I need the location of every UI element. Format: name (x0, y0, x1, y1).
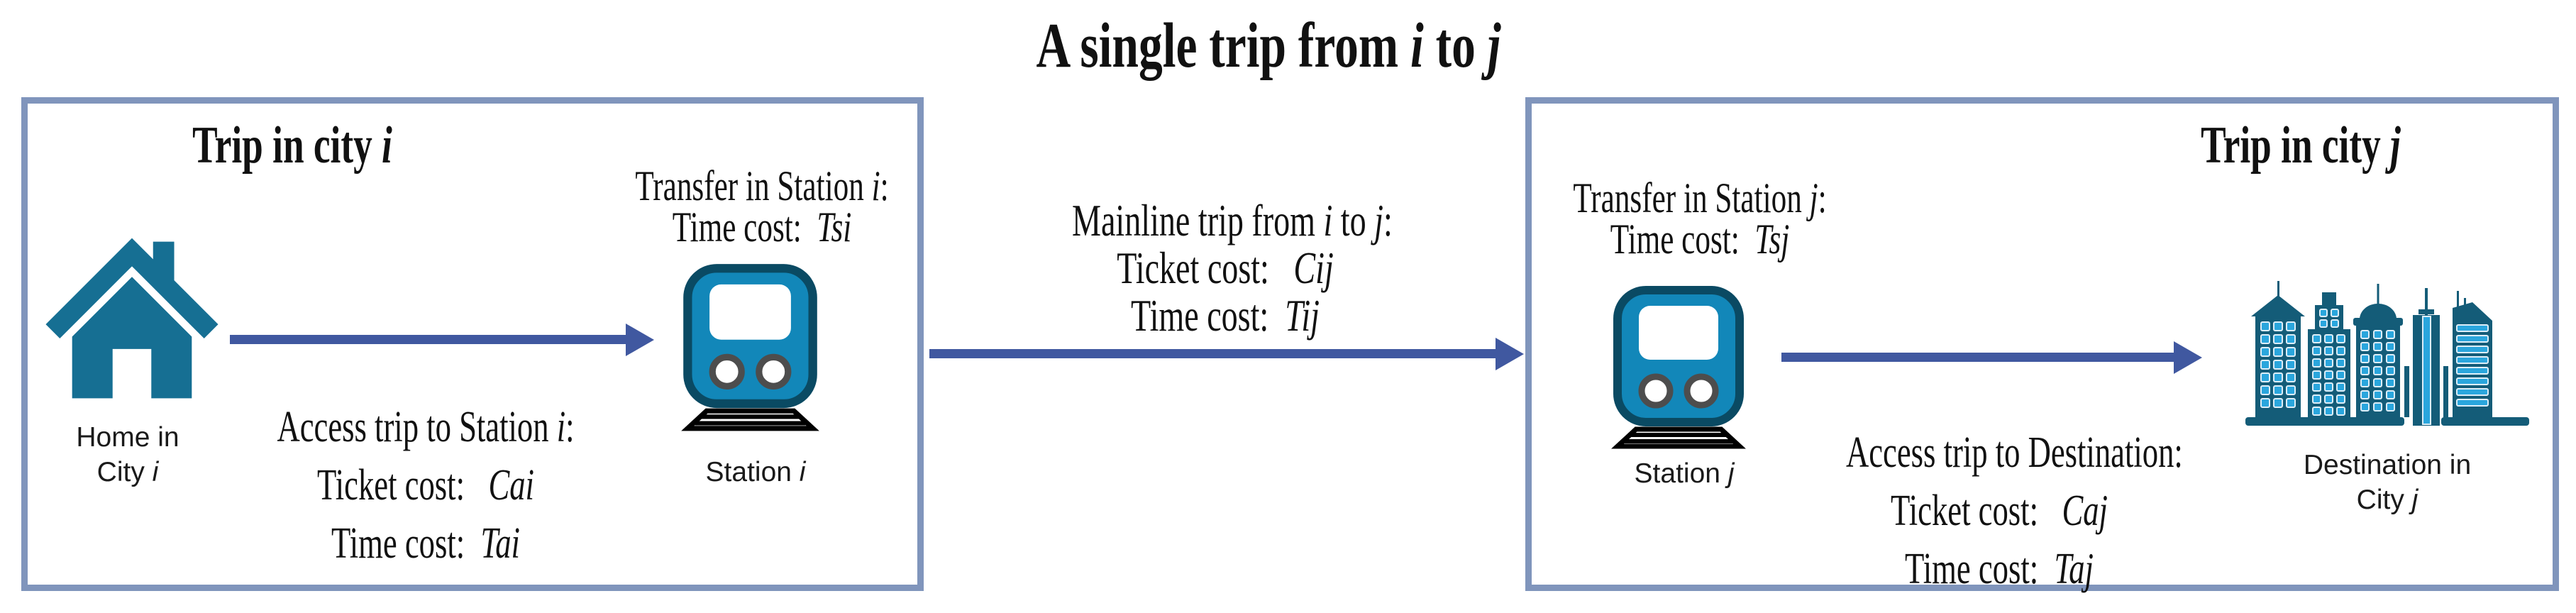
station-i-train-icon (678, 264, 823, 431)
access-trip-arrow-j (1781, 353, 2174, 362)
destination-label-line1: Destination in (2303, 450, 2472, 480)
access-j-line1: Access trip to Destination: (1846, 429, 2183, 477)
transfer-station-j-line1: Transfer in Station j: (1573, 175, 1827, 221)
access-i-line1: Access trip to Station i: (277, 403, 575, 451)
access-j-line3: Time cost: Taj (1905, 545, 2094, 593)
home-label-line2: City i (96, 457, 159, 487)
mainline-line2: Ticket cost: Cij (1117, 243, 1334, 293)
access-trip-arrow-i (230, 335, 626, 344)
access-j-line2: Ticket cost: Caj (1891, 487, 2108, 535)
mainline-trip-arrow (929, 349, 1496, 358)
mainline-trip-note: Mainline trip from i to j: Ticket cost: … (1072, 195, 1393, 341)
home-label: Home in City i (21, 420, 234, 490)
transfer-station-i-line2: Time cost: Tsi (672, 204, 852, 250)
access-trip-i-note: Access trip to Station i: Ticket cost: C… (272, 398, 579, 573)
city-buildings-icon (2245, 275, 2529, 434)
station-j-train-icon (1608, 285, 1749, 451)
page-title: A single trip from i to j (1036, 11, 1501, 81)
home-icon (44, 234, 220, 399)
trip-in-city-j-title: Trip in city j (2201, 116, 2401, 175)
transfer-station-i-note: Transfer in Station i: Time cost: Tsi (609, 165, 915, 248)
transfer-station-j-line2: Time cost: Tsj (1610, 216, 1790, 263)
transfer-station-j-note: Transfer in Station j: Time cost: Tsj (1547, 177, 1853, 260)
access-trip-j-note: Access trip to Destination: Ticket cost:… (1846, 424, 2183, 598)
destination-label: Destination in City j (2281, 448, 2494, 517)
station-i-label: Station i (705, 457, 806, 487)
mainline-line1: Mainline trip from i to j: (1072, 195, 1393, 245)
station-j-label: Station j (1634, 458, 1735, 489)
home-label-line1: Home in (76, 422, 179, 453)
destination-label-line2: City j (2356, 485, 2419, 515)
transfer-station-i-line1: Transfer in Station i: (635, 162, 889, 209)
mainline-line3: Time cost: Tij (1131, 290, 1320, 341)
trip-in-city-i-title: Trip in city i (192, 116, 392, 175)
access-i-line2: Ticket cost: Cai (317, 461, 534, 509)
access-i-line3: Time cost: Tai (331, 519, 520, 568)
